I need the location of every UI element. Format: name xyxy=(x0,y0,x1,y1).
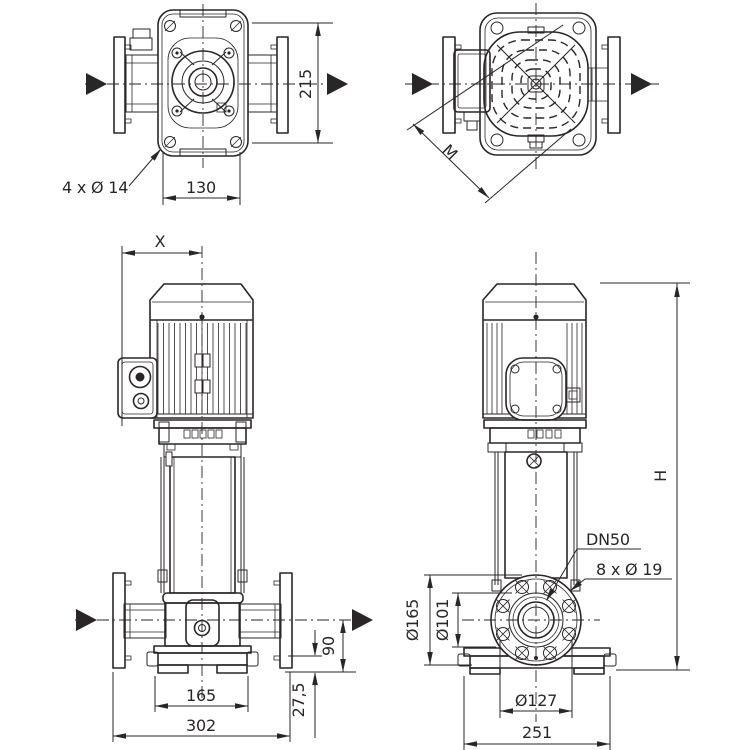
callout-text-dn50: DN50 xyxy=(586,530,630,549)
suction-port xyxy=(123,603,167,639)
suction-pipe xyxy=(125,54,159,113)
dim-text-251: 251 xyxy=(522,723,552,742)
fan-cover-front xyxy=(149,283,254,320)
dim-text-X: X xyxy=(155,232,166,251)
dimension-d127: Ø127 xyxy=(499,640,573,718)
vent-plug xyxy=(132,28,151,39)
pump-foot xyxy=(146,645,259,674)
stage-casing xyxy=(169,456,236,594)
suction-flange-top-view xyxy=(113,36,126,134)
view-motor-top: M xyxy=(405,3,662,204)
dimension-251: 251 xyxy=(463,676,611,750)
dim-text-90: 90 xyxy=(319,636,338,656)
plate-corner-holes xyxy=(490,21,586,147)
discharge-flange-top-view xyxy=(276,36,289,134)
dimension-H: H xyxy=(600,282,690,671)
flow-arrow-icon xyxy=(352,609,373,631)
cable-gland xyxy=(463,111,481,122)
suction-flange xyxy=(442,36,456,134)
flange-bolt-holes xyxy=(496,580,576,660)
motor-lantern xyxy=(153,419,252,458)
motor-fins xyxy=(157,323,247,414)
view-front-elevation: X 90 27,5 165 302 xyxy=(75,232,373,742)
view-pump-top: 215 130 4 x Ø 14 xyxy=(62,4,348,205)
view-side-elevation: H Ø165 Ø101 Ø127 251 xyxy=(403,252,690,750)
dimension-302: 302 xyxy=(112,672,291,742)
dim-text-d165: Ø165 xyxy=(403,599,422,641)
dimension-d101: Ø101 xyxy=(433,592,512,648)
discharge-flange xyxy=(607,36,621,134)
callout-bolt-holes: 4 x Ø 14 xyxy=(62,147,164,197)
motor-body xyxy=(149,319,254,419)
suction-flange-front xyxy=(112,572,126,669)
dimension-90: 90 xyxy=(285,620,356,673)
dim-text-d101: Ø101 xyxy=(433,599,452,641)
dimension-215: 215 xyxy=(252,22,333,144)
tie-rods xyxy=(160,457,245,593)
dim-text-M: M xyxy=(438,141,461,164)
callout-text-8xd19: 8 x Ø 19 xyxy=(596,560,662,579)
terminal-box-top xyxy=(453,49,491,131)
motor-flange-face xyxy=(505,357,581,421)
dim-text-215: 215 xyxy=(296,69,315,99)
dimension-165: 165 xyxy=(154,676,249,712)
dim-text-27-5: 27,5 xyxy=(289,683,308,718)
stage-column xyxy=(157,451,248,594)
discharge-flange-front xyxy=(279,572,293,669)
callout-dn50: DN50 xyxy=(543,530,641,603)
cable-gland-small xyxy=(132,392,150,410)
dim-text-130: 130 xyxy=(186,178,216,197)
dim-text-d127: Ø127 xyxy=(515,691,557,710)
dimension-27-5: 27,5 xyxy=(288,630,322,738)
dim-text-H: H xyxy=(651,470,670,482)
plug-connector xyxy=(565,387,581,403)
callout-8xd19: 8 x Ø 19 xyxy=(568,560,672,594)
discharge-port xyxy=(238,603,282,639)
motor-lantern-side xyxy=(483,419,587,453)
terminal-box xyxy=(117,357,158,419)
vent-screw xyxy=(526,453,542,469)
dim-text-302: 302 xyxy=(186,716,216,735)
dimension-130: 130 xyxy=(162,152,241,205)
corner-bolt-holes xyxy=(164,20,242,148)
fan-cover-side xyxy=(482,283,587,320)
face-bolts xyxy=(171,47,235,117)
dim-text-165: 165 xyxy=(186,686,216,705)
dimension-d165: Ø165 xyxy=(403,574,522,666)
cable-gland-large xyxy=(128,365,152,389)
dimension-X: X xyxy=(121,232,202,426)
discharge-pipe xyxy=(247,54,278,113)
callout-text-4xd14: 4 x Ø 14 xyxy=(62,178,128,197)
pump-base-body xyxy=(123,592,282,647)
